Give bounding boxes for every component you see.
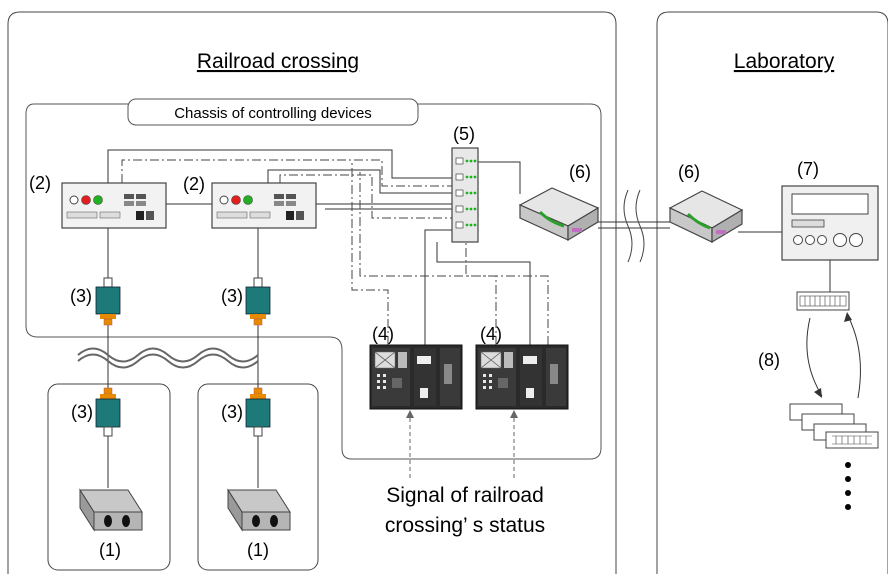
converter-bottom-left <box>95 387 121 437</box>
record-stack <box>789 403 879 449</box>
signal-arrows <box>409 416 515 478</box>
signal-label-line1: Signal of railroad <box>386 484 544 507</box>
label-1-right: (1) <box>247 540 269 560</box>
label-3-bottom-left: (3) <box>71 402 93 422</box>
record-arrow-up <box>847 315 861 399</box>
railroad-crossing-title: Railroad crossing <box>197 50 359 73</box>
arrow-head-icon <box>406 410 414 418</box>
converter-top-left <box>95 277 121 326</box>
solid-cables <box>107 149 831 488</box>
chassis-outline <box>25 103 602 460</box>
network-switch <box>451 147 479 243</box>
dash-dot-cables <box>121 159 549 345</box>
converter-bottom-right <box>245 387 271 437</box>
controller-left <box>369 344 463 410</box>
label-6-crossing: (6) <box>569 162 591 182</box>
label-3-top-right: (3) <box>221 286 243 306</box>
distance-break-wave <box>77 347 259 363</box>
router-crossing <box>518 187 600 242</box>
railroad-crossing-frame <box>7 11 617 574</box>
green-led-icon <box>93 195 103 205</box>
label-7: (7) <box>797 159 819 179</box>
ellipsis-dots <box>845 462 851 510</box>
laboratory-title: Laboratory <box>734 50 835 73</box>
label-4-right: (4) <box>480 324 502 344</box>
router-lab <box>668 190 744 244</box>
green-led-icon <box>243 195 253 205</box>
label-2-left: (2) <box>29 173 51 193</box>
red-led-icon <box>231 195 241 205</box>
record-arrow-down <box>806 317 823 397</box>
chassis-label-box <box>127 98 419 126</box>
signal-label-line2: crossing’ s status <box>385 514 545 537</box>
label-6-lab: (6) <box>678 162 700 182</box>
chassis-label: Chassis of controlling devices <box>174 105 372 122</box>
arrow-head-icon <box>510 410 518 418</box>
lab-computer <box>781 185 879 261</box>
label-5: (5) <box>453 124 475 144</box>
controller-right <box>475 344 569 410</box>
label-2-right: (2) <box>183 174 205 194</box>
link-break-icon <box>623 189 645 263</box>
field-device-left <box>61 182 167 229</box>
sensor-right <box>227 488 291 532</box>
sensor-box-1 <box>47 383 171 571</box>
field-device-right <box>211 182 317 229</box>
label-3-top-left: (3) <box>70 286 92 306</box>
red-led-icon <box>81 195 91 205</box>
label-4-left: (4) <box>372 324 394 344</box>
label-1-left: (1) <box>99 540 121 560</box>
record-single <box>796 291 850 311</box>
sensor-left <box>79 488 143 532</box>
label-3-bottom-right: (3) <box>221 402 243 422</box>
label-8: (8) <box>758 350 780 370</box>
laboratory-frame <box>656 11 888 574</box>
converter-top-right <box>245 277 271 326</box>
